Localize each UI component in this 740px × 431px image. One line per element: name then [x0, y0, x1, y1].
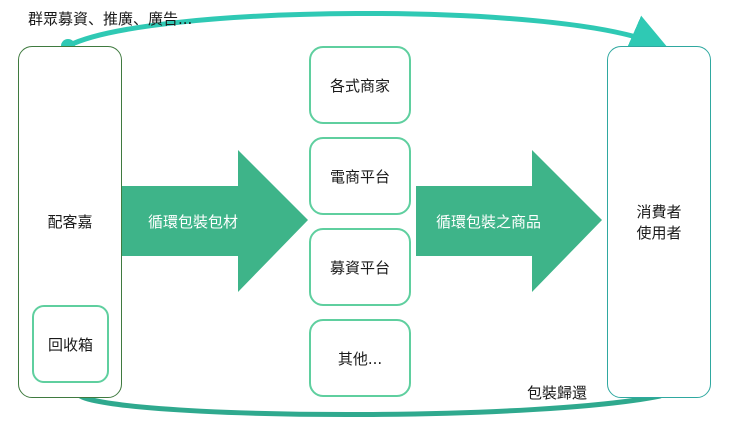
distributor-label: 配客嘉	[47, 213, 93, 231]
top-curve-arrow	[65, 10, 670, 53]
recycle-box-label: 回收箱	[47, 335, 93, 354]
consumer-label-line1: 消費者	[636, 203, 682, 221]
middle-box-label: 電商平台	[329, 167, 390, 186]
middle-box-label: 各式商家	[329, 76, 390, 95]
block-arrow-right	[416, 150, 602, 292]
arrow-left-label: 循環包裝包材	[148, 213, 239, 231]
middle-box-other: 其他...	[309, 319, 411, 397]
middle-box-ecommerce: 電商平台	[309, 137, 411, 215]
top-label: 群眾募資、推廣、廣告...	[28, 10, 193, 28]
middle-box-crowdfunding: 募資平台	[309, 228, 411, 306]
middle-box-merchants: 各式商家	[309, 46, 411, 124]
middle-box-label: 其他...	[337, 349, 383, 368]
return-label: 包裝歸還	[527, 384, 588, 402]
block-arrow-left	[122, 150, 308, 292]
middle-box-label: 募資平台	[329, 258, 390, 277]
recycle-box: 回收箱	[32, 305, 109, 383]
consumer-label-line2: 使用者	[636, 224, 682, 242]
consumer-box: 消費者 使用者	[607, 46, 711, 398]
arrow-right-label: 循環包裝之商品	[436, 213, 542, 231]
